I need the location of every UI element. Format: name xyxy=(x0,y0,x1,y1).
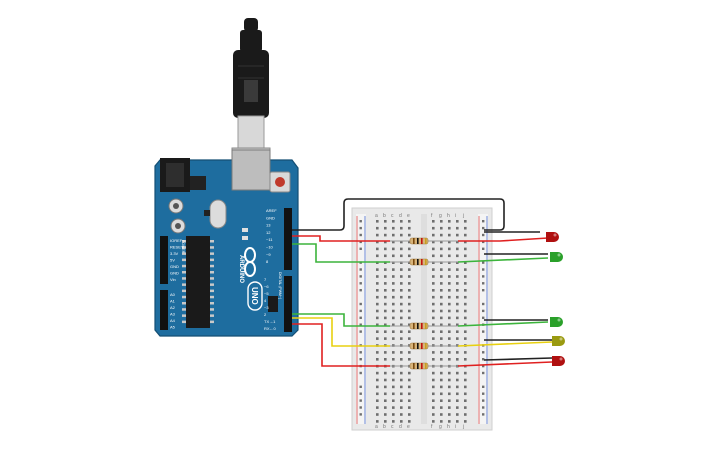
resistor xyxy=(390,258,458,266)
wire-pin3-green xyxy=(292,313,390,327)
pin-label: Vin xyxy=(170,277,176,282)
green-led-1[interactable] xyxy=(550,252,563,262)
pin-label: 12 xyxy=(266,230,271,235)
pin-label: 4 xyxy=(264,298,267,303)
pin-label: ~9 xyxy=(266,252,271,257)
bb-col-label: a xyxy=(375,424,378,430)
green-led-2[interactable] xyxy=(550,317,563,327)
bb-col-label: i xyxy=(455,213,456,219)
power-header xyxy=(160,236,168,284)
wires xyxy=(292,198,553,367)
pin-label: 7 xyxy=(264,277,267,282)
pin-label: 13 xyxy=(266,223,271,228)
bb-col-label: i xyxy=(455,424,456,430)
bb-col-label: a xyxy=(375,213,378,219)
pin-label: ~10 xyxy=(266,245,274,250)
resistor xyxy=(390,342,458,350)
pin-label: 8 xyxy=(266,259,269,264)
pin-label: GND xyxy=(170,271,179,276)
wire-gnd-black xyxy=(292,198,505,231)
bb-col-label: b xyxy=(383,213,386,219)
pin-label: GND xyxy=(170,264,179,269)
bb-col-label: g xyxy=(439,213,442,219)
bb-col-label: b xyxy=(383,424,386,430)
pin-label: A5 xyxy=(170,325,176,330)
pin-label: IOREF xyxy=(170,238,183,243)
pin-label: 3.3V xyxy=(170,251,179,256)
pin-label: TX→1 xyxy=(264,319,276,324)
arduino-logo xyxy=(244,247,256,277)
power-label: POWER xyxy=(181,240,185,254)
bb-col-label: f xyxy=(431,213,433,219)
bb-col-label: g xyxy=(439,424,442,430)
red-led-2[interactable] xyxy=(552,356,565,366)
bb-col-label: j xyxy=(462,424,464,430)
bb-col-label: h xyxy=(447,424,450,430)
model-label: UNO xyxy=(250,287,259,305)
bb-col-label: e xyxy=(407,213,410,219)
bb-col-label: f xyxy=(431,424,433,430)
led-group xyxy=(546,232,565,366)
resistor xyxy=(390,322,458,330)
pin-label: ~5 xyxy=(264,291,269,296)
wire-pin0-red xyxy=(292,323,390,367)
bb-col-label: h xyxy=(447,213,450,219)
digital-header-top xyxy=(284,208,292,270)
bb-col-label: c xyxy=(391,424,394,430)
bb-col-label: c xyxy=(391,213,394,219)
pin-label: A3 xyxy=(170,312,176,317)
yellow-led[interactable] xyxy=(552,336,565,346)
pin-label: ~11 xyxy=(266,237,273,242)
pin-label: A4 xyxy=(170,318,176,323)
digital-header-bottom xyxy=(284,276,292,332)
resistor xyxy=(390,237,458,245)
pin-label: A0 xyxy=(170,292,176,297)
red-led-1[interactable] xyxy=(546,232,559,242)
pin-label: 2 xyxy=(264,312,267,317)
pin-label: ~6 xyxy=(264,284,269,289)
pin-label: 5V xyxy=(170,258,175,263)
analog-header xyxy=(160,290,168,330)
pin-label: RX←0 xyxy=(264,326,277,331)
resistor xyxy=(390,362,458,370)
resistors xyxy=(390,237,458,370)
bb-col-label: d xyxy=(399,424,402,430)
pin-label: GND xyxy=(266,215,275,220)
brand-label: ARDUINO xyxy=(238,255,244,283)
pin-label: ~3 xyxy=(264,305,269,310)
digital-label: DIGITAL (PWM~) xyxy=(278,272,282,299)
bb-col-label: j xyxy=(462,213,464,219)
pin-label: A2 xyxy=(170,305,176,310)
usb-socket xyxy=(231,149,271,191)
atmega-chip xyxy=(186,236,210,328)
wire-pin13-red xyxy=(292,235,390,242)
wire-pin1-yellow xyxy=(292,317,390,347)
pin-label: AREF xyxy=(266,208,277,213)
bb-col-label: e xyxy=(407,424,410,430)
arduino-board: ARDUINO UNO DIGITAL (PWM~) POWER IOREF RE… xyxy=(154,149,299,337)
pin-label: RESET xyxy=(170,245,184,250)
wire-pin11-green xyxy=(292,243,390,263)
pin-label: A1 xyxy=(170,299,176,304)
bb-col-label: d xyxy=(399,213,402,219)
crystal xyxy=(209,199,227,229)
